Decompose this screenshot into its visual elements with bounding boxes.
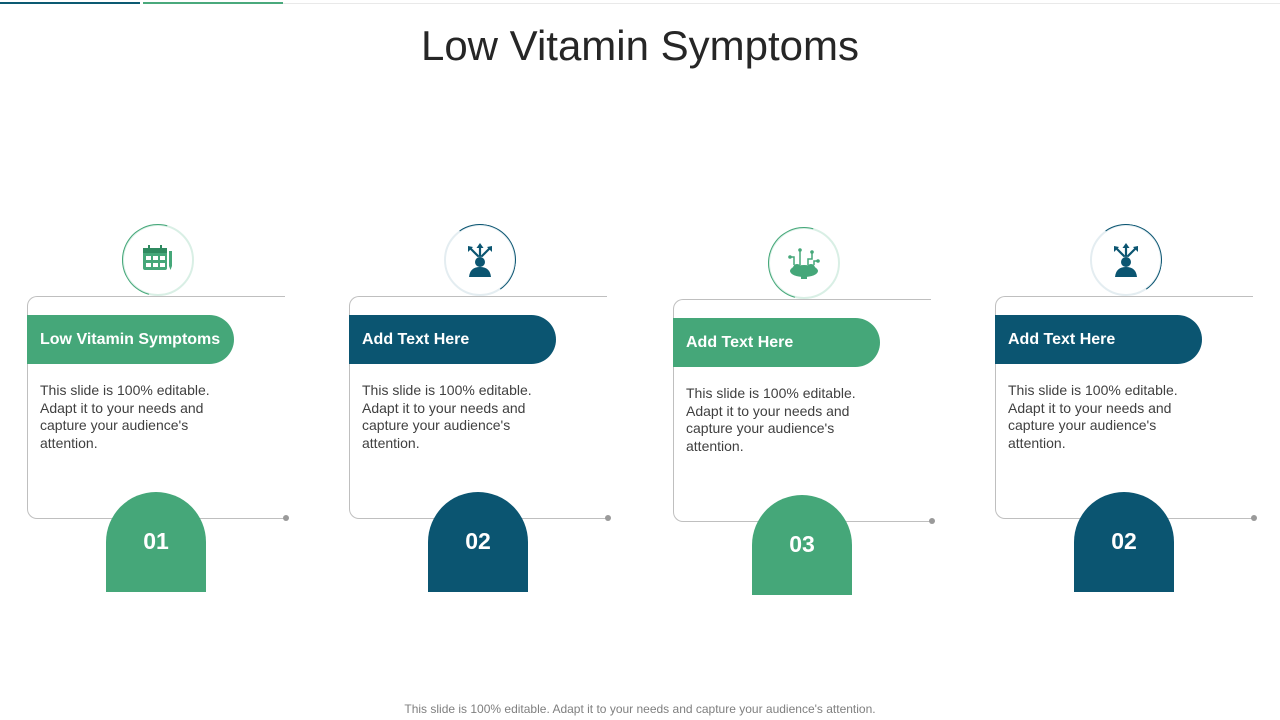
card-number: 03 xyxy=(752,495,852,595)
card-number: 01 xyxy=(106,492,206,592)
card-1: Low Vitamin Symptoms This slide is 100% … xyxy=(27,210,289,592)
icon-ring xyxy=(108,210,208,310)
footer-note: This slide is 100% editable. Adapt it to… xyxy=(404,702,876,716)
slide-title: Low Vitamin Symptoms xyxy=(420,22,860,69)
card-2: Add Text Here This slide is 100% editabl… xyxy=(349,218,611,592)
icon-ring xyxy=(754,213,854,313)
frame-end-dot xyxy=(1251,515,1257,521)
top-accent-bar xyxy=(0,0,1280,4)
card-4: Add Text Here This slide is 100% editabl… xyxy=(995,218,1257,592)
card-body: This slide is 100% editable. Adapt it to… xyxy=(1008,382,1178,451)
icon-ring xyxy=(1084,218,1168,302)
person-arrows-icon xyxy=(1114,243,1138,277)
accent-segment-green xyxy=(143,2,283,4)
card-body: This slide is 100% editable. Adapt it to… xyxy=(686,385,856,454)
card-3: Add Text Here This slide is 100% editabl… xyxy=(673,213,935,595)
top-rule xyxy=(283,3,1280,4)
card-body: This slide is 100% editable. Adapt it to… xyxy=(362,382,532,451)
card-heading: Add Text Here xyxy=(995,315,1202,364)
frame-end-dot xyxy=(283,515,289,521)
card-body: This slide is 100% editable. Adapt it to… xyxy=(40,382,210,451)
person-arrows-icon xyxy=(468,243,492,277)
card-heading: Add Text Here xyxy=(349,315,556,364)
calendar-icon xyxy=(143,245,172,270)
icon-ring xyxy=(438,218,522,302)
card-number: 02 xyxy=(428,492,528,592)
card-number: 02 xyxy=(1074,492,1174,592)
frame-end-dot xyxy=(605,515,611,521)
card-heading: Add Text Here xyxy=(673,318,880,367)
accent-segment-blue xyxy=(0,2,140,4)
card-heading: Low Vitamin Symptoms xyxy=(27,315,234,364)
brain-circuit-icon xyxy=(788,248,820,279)
frame-end-dot xyxy=(929,518,935,524)
